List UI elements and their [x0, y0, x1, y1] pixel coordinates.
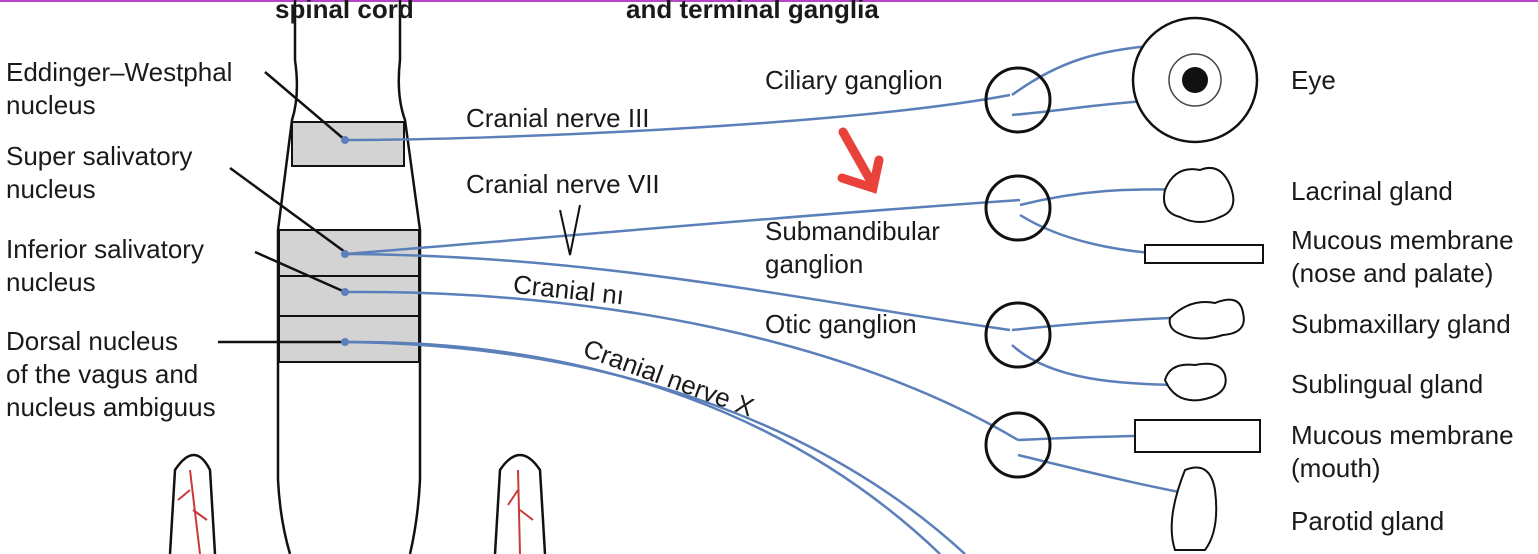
label-cranial-nerve-iii: Cranial nerve III	[466, 103, 650, 133]
ciliary-ganglion-circle	[984, 66, 1052, 134]
nerve-fibers	[344, 43, 1201, 554]
label-sublingual-gland: Sublingual gland	[1291, 369, 1484, 399]
label-cranial-nerve-vii: Cranial nerve VII	[466, 169, 660, 199]
mucous-mouth-shape	[1134, 419, 1261, 453]
eye-illustration	[1131, 16, 1259, 144]
label-super-salivatory: Super salivatory nucleus	[6, 141, 193, 204]
fiber-cranial-nerve-ix	[344, 290, 1019, 442]
parotid-gland-shape	[1170, 466, 1218, 551]
header-spinal-cord: spinal cord	[275, 0, 414, 24]
right-organ-vessels	[507, 469, 534, 554]
band-edinger	[291, 121, 405, 167]
dot-edinger	[341, 136, 349, 144]
leader-lines	[218, 71, 346, 344]
header-terminal-ganglia: and terminal ganglia	[626, 0, 879, 24]
post-otic-1	[1011, 316, 1171, 332]
post-otic-2	[1011, 344, 1191, 387]
dot-inferior-salivatory	[341, 288, 349, 296]
label-dorsal-vagus: Dorsal nucleus of the vagus and nucleus …	[6, 326, 216, 422]
bottom-organs	[168, 453, 547, 554]
leader-inferior-salivatory	[254, 250, 346, 294]
lacrimal-gland-shape	[1163, 166, 1235, 223]
mucous-nose-shape	[1144, 244, 1264, 264]
otic-ganglion-circle	[984, 301, 1052, 369]
label-eye: Eye	[1291, 65, 1336, 95]
sublingual-gland-shape	[1163, 362, 1227, 402]
label-mucous-membrane-mouth: Mucous membrane (mouth)	[1291, 420, 1514, 483]
label-mucous-membrane-nose: Mucous membrane (nose and palate)	[1291, 225, 1514, 288]
dot-dorsal-vagus	[341, 338, 349, 346]
leader-edinger	[264, 71, 346, 141]
label-submaxillary-gland: Submaxillary gland	[1291, 309, 1511, 339]
dot-super-salivatory	[341, 250, 349, 258]
red-annotation-arrow	[837, 127, 884, 194]
leader-super-salivatory	[229, 166, 346, 254]
left-organ	[168, 453, 217, 554]
nerve-vii-marker	[559, 204, 581, 256]
eye-pupil	[1182, 67, 1208, 93]
label-otic-ganglion: Otic ganglion	[765, 309, 917, 339]
nucleus-dots	[341, 136, 349, 346]
red-arrow-shaft	[838, 127, 878, 190]
fiber-cranial-nerve-iii	[344, 93, 1011, 142]
right-organ	[493, 453, 547, 554]
top-border	[0, 0, 1538, 2]
label-submandibular-ganglion: Submandibular ganglion	[765, 216, 940, 279]
label-inferior-salivatory: Inferior salivatory nucleus	[6, 234, 204, 297]
fiber-cranial-nerve-vii-b	[344, 252, 1011, 332]
band-dorsal-vagus	[278, 315, 420, 363]
label-edinger-westphal: Eddinger–Westphal nucleus	[6, 57, 233, 120]
band-inferior-salivatory	[278, 275, 420, 317]
glands	[1134, 166, 1264, 551]
fiber-cranial-nerve-vii-a	[344, 198, 1021, 256]
red-arrow-head	[837, 155, 884, 194]
submaxillary-gland-shape	[1168, 298, 1245, 340]
submandibular-ganglion-circle	[984, 174, 1052, 242]
nucleus-bands	[278, 121, 420, 363]
post-ciliary-1	[1011, 43, 1161, 97]
label-lacrimal-gland: Lacrinal gland	[1291, 176, 1453, 206]
post-ix-2	[1017, 453, 1196, 497]
left-organ-vessels	[177, 469, 208, 554]
terminal-ganglion-circle	[984, 411, 1052, 479]
label-parotid-gland: Parotid gland	[1291, 506, 1445, 536]
ganglia	[984, 66, 1052, 479]
fiber-cranial-nerve-x-b	[344, 340, 966, 554]
label-ciliary-ganglion: Ciliary ganglion	[765, 65, 943, 95]
